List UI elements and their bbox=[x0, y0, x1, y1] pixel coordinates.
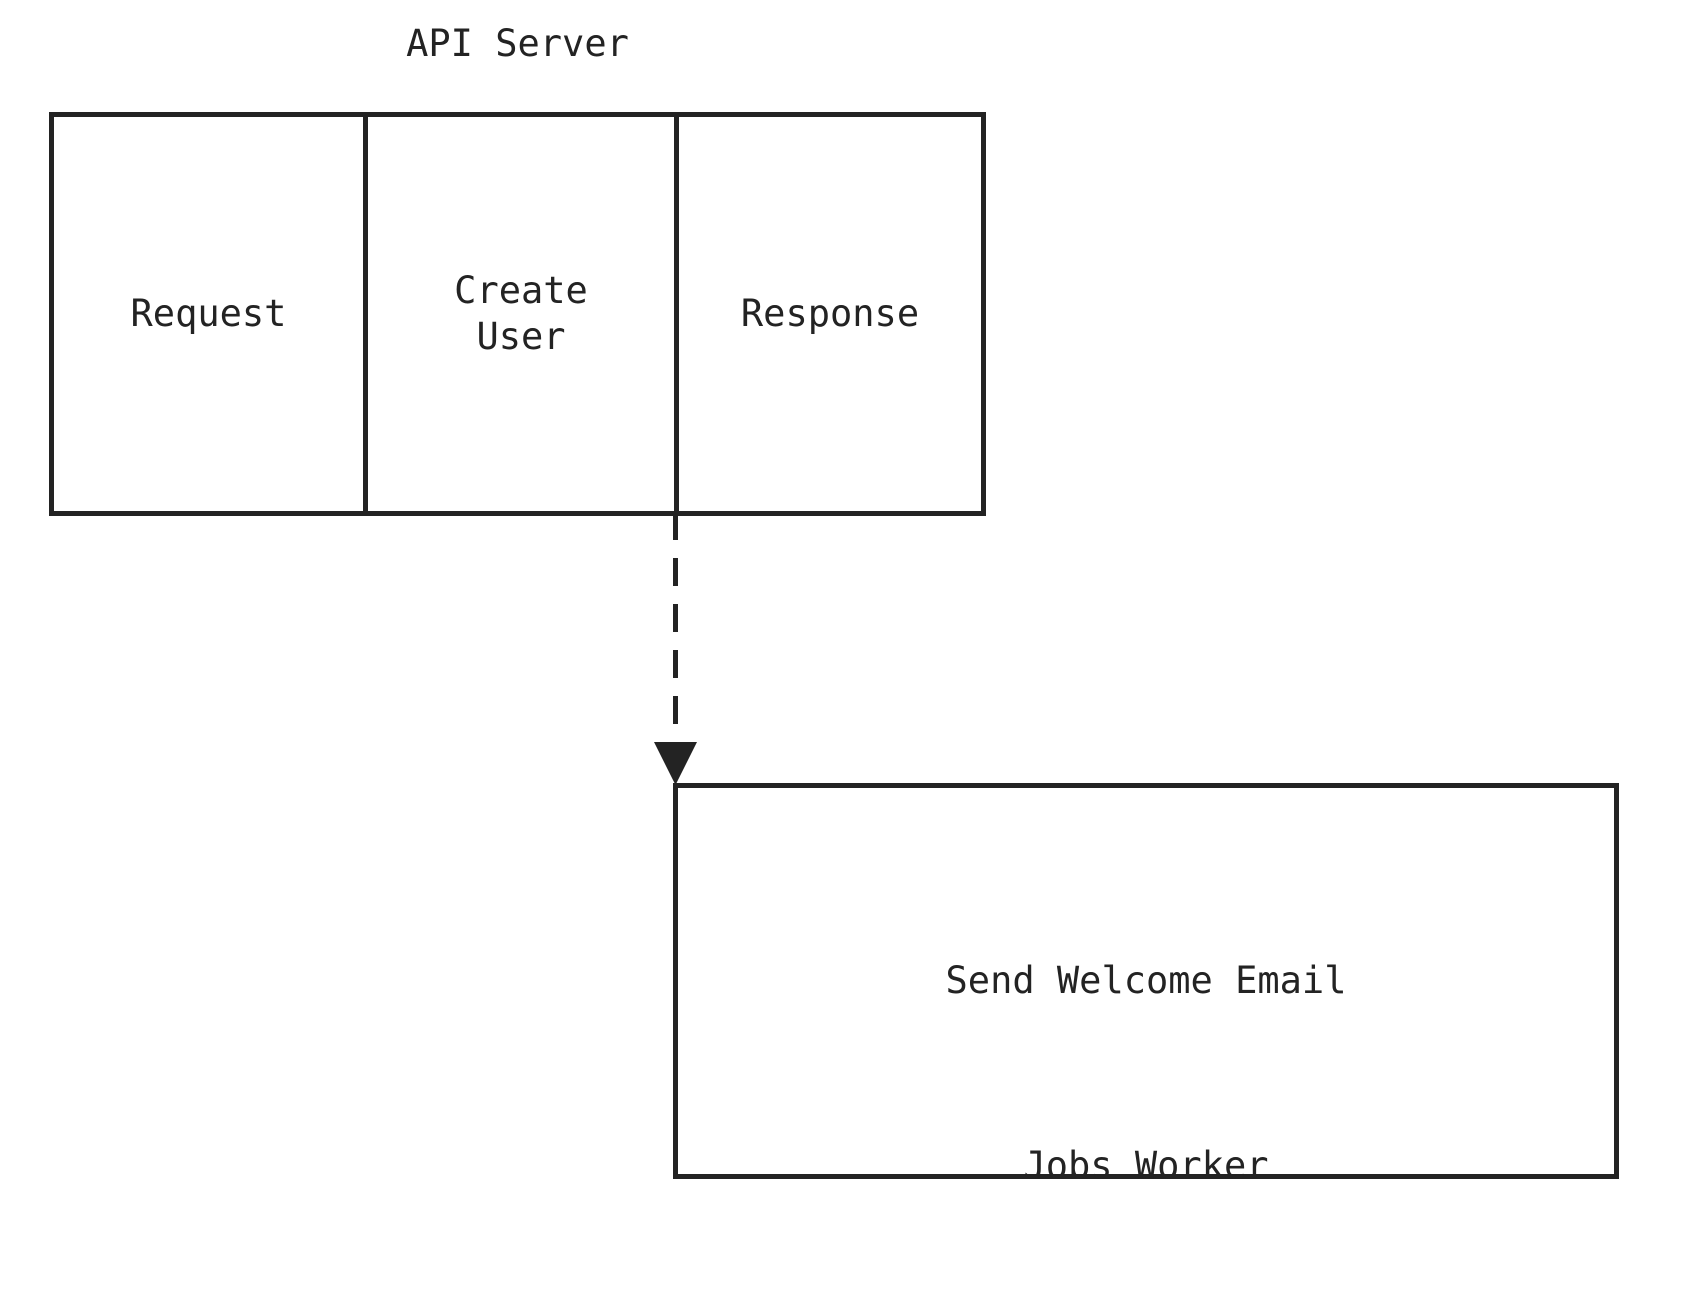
jobs-worker-task-label: Send Welcome Email bbox=[945, 958, 1347, 1002]
dashed-arrow-connector bbox=[652, 512, 700, 792]
jobs-worker-box[interactable]: Send Welcome Email bbox=[673, 783, 1619, 1179]
api-server-cell-create-user[interactable]: Create User bbox=[363, 117, 674, 511]
api-server-cell-response[interactable]: Response bbox=[674, 117, 981, 511]
api-server-cell-create-user-label: Create User bbox=[454, 268, 588, 358]
api-server-cell-request-label: Request bbox=[130, 291, 287, 335]
jobs-worker-caption: Jobs Worker bbox=[1023, 1144, 1269, 1187]
api-server-title: API Server bbox=[406, 22, 629, 65]
api-server-cell-response-label: Response bbox=[740, 291, 920, 335]
api-server-cell-request[interactable]: Request bbox=[54, 117, 363, 511]
api-server-lane-box: Request Create User Response bbox=[49, 112, 986, 516]
arrowhead-icon bbox=[654, 742, 697, 785]
